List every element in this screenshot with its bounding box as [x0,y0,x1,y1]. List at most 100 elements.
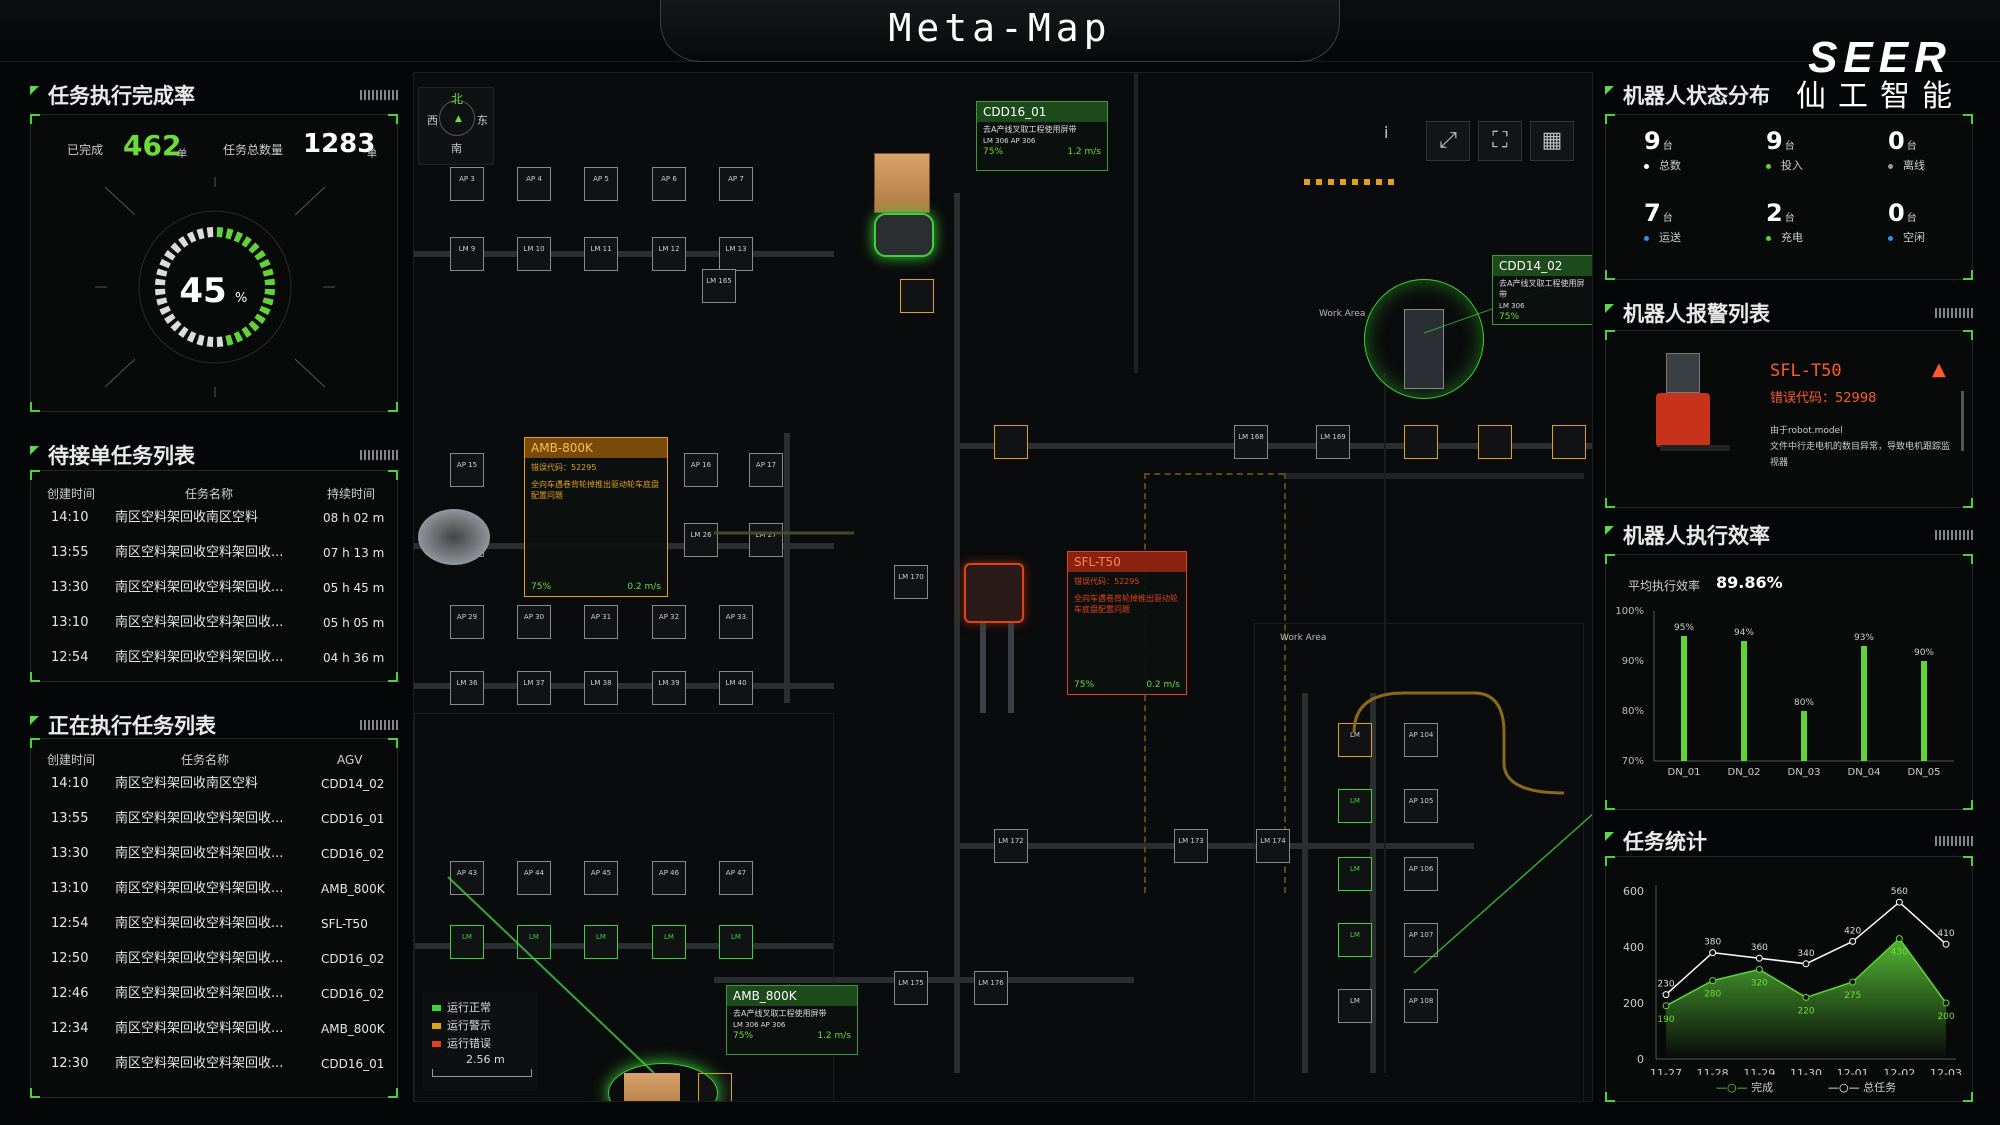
completion-box: 已完成 462 单 任务总数量 1283 单 45 % [30,114,398,412]
map-node[interactable]: AP 5 [584,167,618,201]
map-node[interactable]: AP 29 [450,605,484,639]
map-node[interactable]: AP 45 [584,861,618,895]
robot-card-amb-800k-warning[interactable]: AMB-800K 错误代码：52295 全向车遇卷背轮掉推出驱动轮车底盘配置问题… [524,437,668,597]
map-node[interactable]: LM [450,925,484,959]
work-area-label: Work Area [1280,633,1327,643]
fullscreen-button[interactable]: ⛶ [1478,121,1522,161]
map-node[interactable]: LM [584,925,618,959]
map-node[interactable]: AP 47 [719,861,753,895]
robot-card-amb-800k[interactable]: AMB_800K 去A产线叉取工程使用屏带 LM 306 AP 306 75% … [726,985,858,1055]
robot-cdd16-01[interactable] [874,213,934,257]
map-node[interactable]: LM 176 [974,971,1008,1005]
map-node[interactable]: LM 36 [450,671,484,705]
map-node[interactable]: AP 32 [652,605,686,639]
point-total [1895,898,1903,906]
map-node[interactable]: LM 174 [1256,829,1290,863]
map-node[interactable]: LM 11 [584,237,618,271]
map-node[interactable]: LM 173 [1174,829,1208,863]
map-node[interactable]: LM 10 [517,237,551,271]
map-node[interactable]: LM 169 [1316,425,1350,459]
map-node[interactable]: LM 26 [684,523,718,557]
map-node[interactable] [1552,425,1586,459]
fit-view-button[interactable]: ⤢ [1426,121,1470,161]
info-icon[interactable]: i [1384,123,1389,142]
map-node[interactable]: AP 31 [584,605,618,639]
map-node[interactable]: LM 27 [749,523,783,557]
x-tick-label: DN_03 [1788,767,1821,778]
map-node[interactable]: AP 17 [749,453,783,487]
map-node[interactable]: LM 40 [719,671,753,705]
warehouse-map[interactable]: AP 3 LM 9 AP 4 LM 10 AP 5 LM 11 AP 6 LM 12 AP 7 L… [413,72,1593,1102]
map-node[interactable]: LM [1338,857,1372,891]
map-node[interactable]: LM 37 [517,671,551,705]
point-total [1802,960,1810,968]
table-cell: 南区空料架回收空料架回收... [115,951,284,966]
map-node[interactable]: LM [719,925,753,959]
x-tick-label: DN_01 [1668,767,1701,778]
map-node[interactable]: AP 43 [450,861,484,895]
map-node[interactable]: AP 7 [719,167,753,201]
map-node[interactable]: AP 107 [1404,923,1438,957]
legend-item: 运行错误 [432,1035,491,1051]
grid-view-button[interactable]: ▦ [1530,121,1574,161]
map-node[interactable] [1404,425,1438,459]
table-cell: 南区空料架回收空料架回收... [115,650,284,665]
map-node[interactable]: AP 6 [652,167,686,201]
map-node[interactable]: AP 105 [1404,789,1438,823]
map-node[interactable]: LM 170 [894,565,928,599]
map-node[interactable]: AP 46 [652,861,686,895]
map-node[interactable]: LM 9 [450,237,484,271]
map-node[interactable]: AP 15 [450,453,484,487]
map-node[interactable]: LM 13 [719,237,753,271]
map-node[interactable]: AP 16 [684,453,718,487]
map-node[interactable] [1478,425,1512,459]
map-node[interactable]: LM 172 [994,829,1028,863]
map-node[interactable]: AP 106 [1404,857,1438,891]
map-node[interactable]: LM 12 [652,237,686,271]
bar [1681,636,1687,761]
map-node[interactable]: AP 44 [517,861,551,895]
table-cell: 07 h 13 m [323,546,385,560]
map-node[interactable]: LM 38 [584,671,618,705]
map-node[interactable]: LM [652,925,686,959]
map-node[interactable] [900,279,934,313]
robot-sfl-t50[interactable] [964,563,1024,623]
map-node[interactable]: LM [1338,789,1372,823]
map-node[interactable]: LM 175 [894,971,928,1005]
robot-amb-800k-top[interactable] [418,509,490,565]
scrollbar[interactable] [1961,391,1964,451]
map-node[interactable]: AP 108 [1404,989,1438,1023]
map-node[interactable]: LM [1338,989,1372,1023]
map-node[interactable]: LM 165 [702,269,736,303]
robot-cdd14-02[interactable] [1364,279,1484,399]
robot-card-cdd14-02[interactable]: CDD14_02 去A产线叉取工程使用屏带 LM 306 75% [1492,255,1592,325]
robot-card-sfl-t50-error[interactable]: SFL-T50 错误代码：52295 全向车遇卷背轮掉推出驱动轮车底盘配置问题 … [1067,551,1187,695]
point-done [1942,999,1950,1007]
robot-card-cdd16-01[interactable]: CDD16_01 去A产线叉取工程使用屏带 LM 306 AP 306 75% … [976,101,1108,171]
map-node[interactable]: AP 104 [1404,723,1438,757]
map-node[interactable]: LM 39 [652,671,686,705]
map-node[interactable]: AP 3 [450,167,484,201]
map-node[interactable]: LM 168 [1234,425,1268,459]
map-node[interactable] [994,425,1028,459]
map-node[interactable]: AP 30 [517,605,551,639]
map-node[interactable]: LM [517,925,551,959]
map-node[interactable]: AP 4 [517,167,551,201]
map-node[interactable]: LM [1338,923,1372,957]
map-node[interactable]: AP 33 [719,605,753,639]
